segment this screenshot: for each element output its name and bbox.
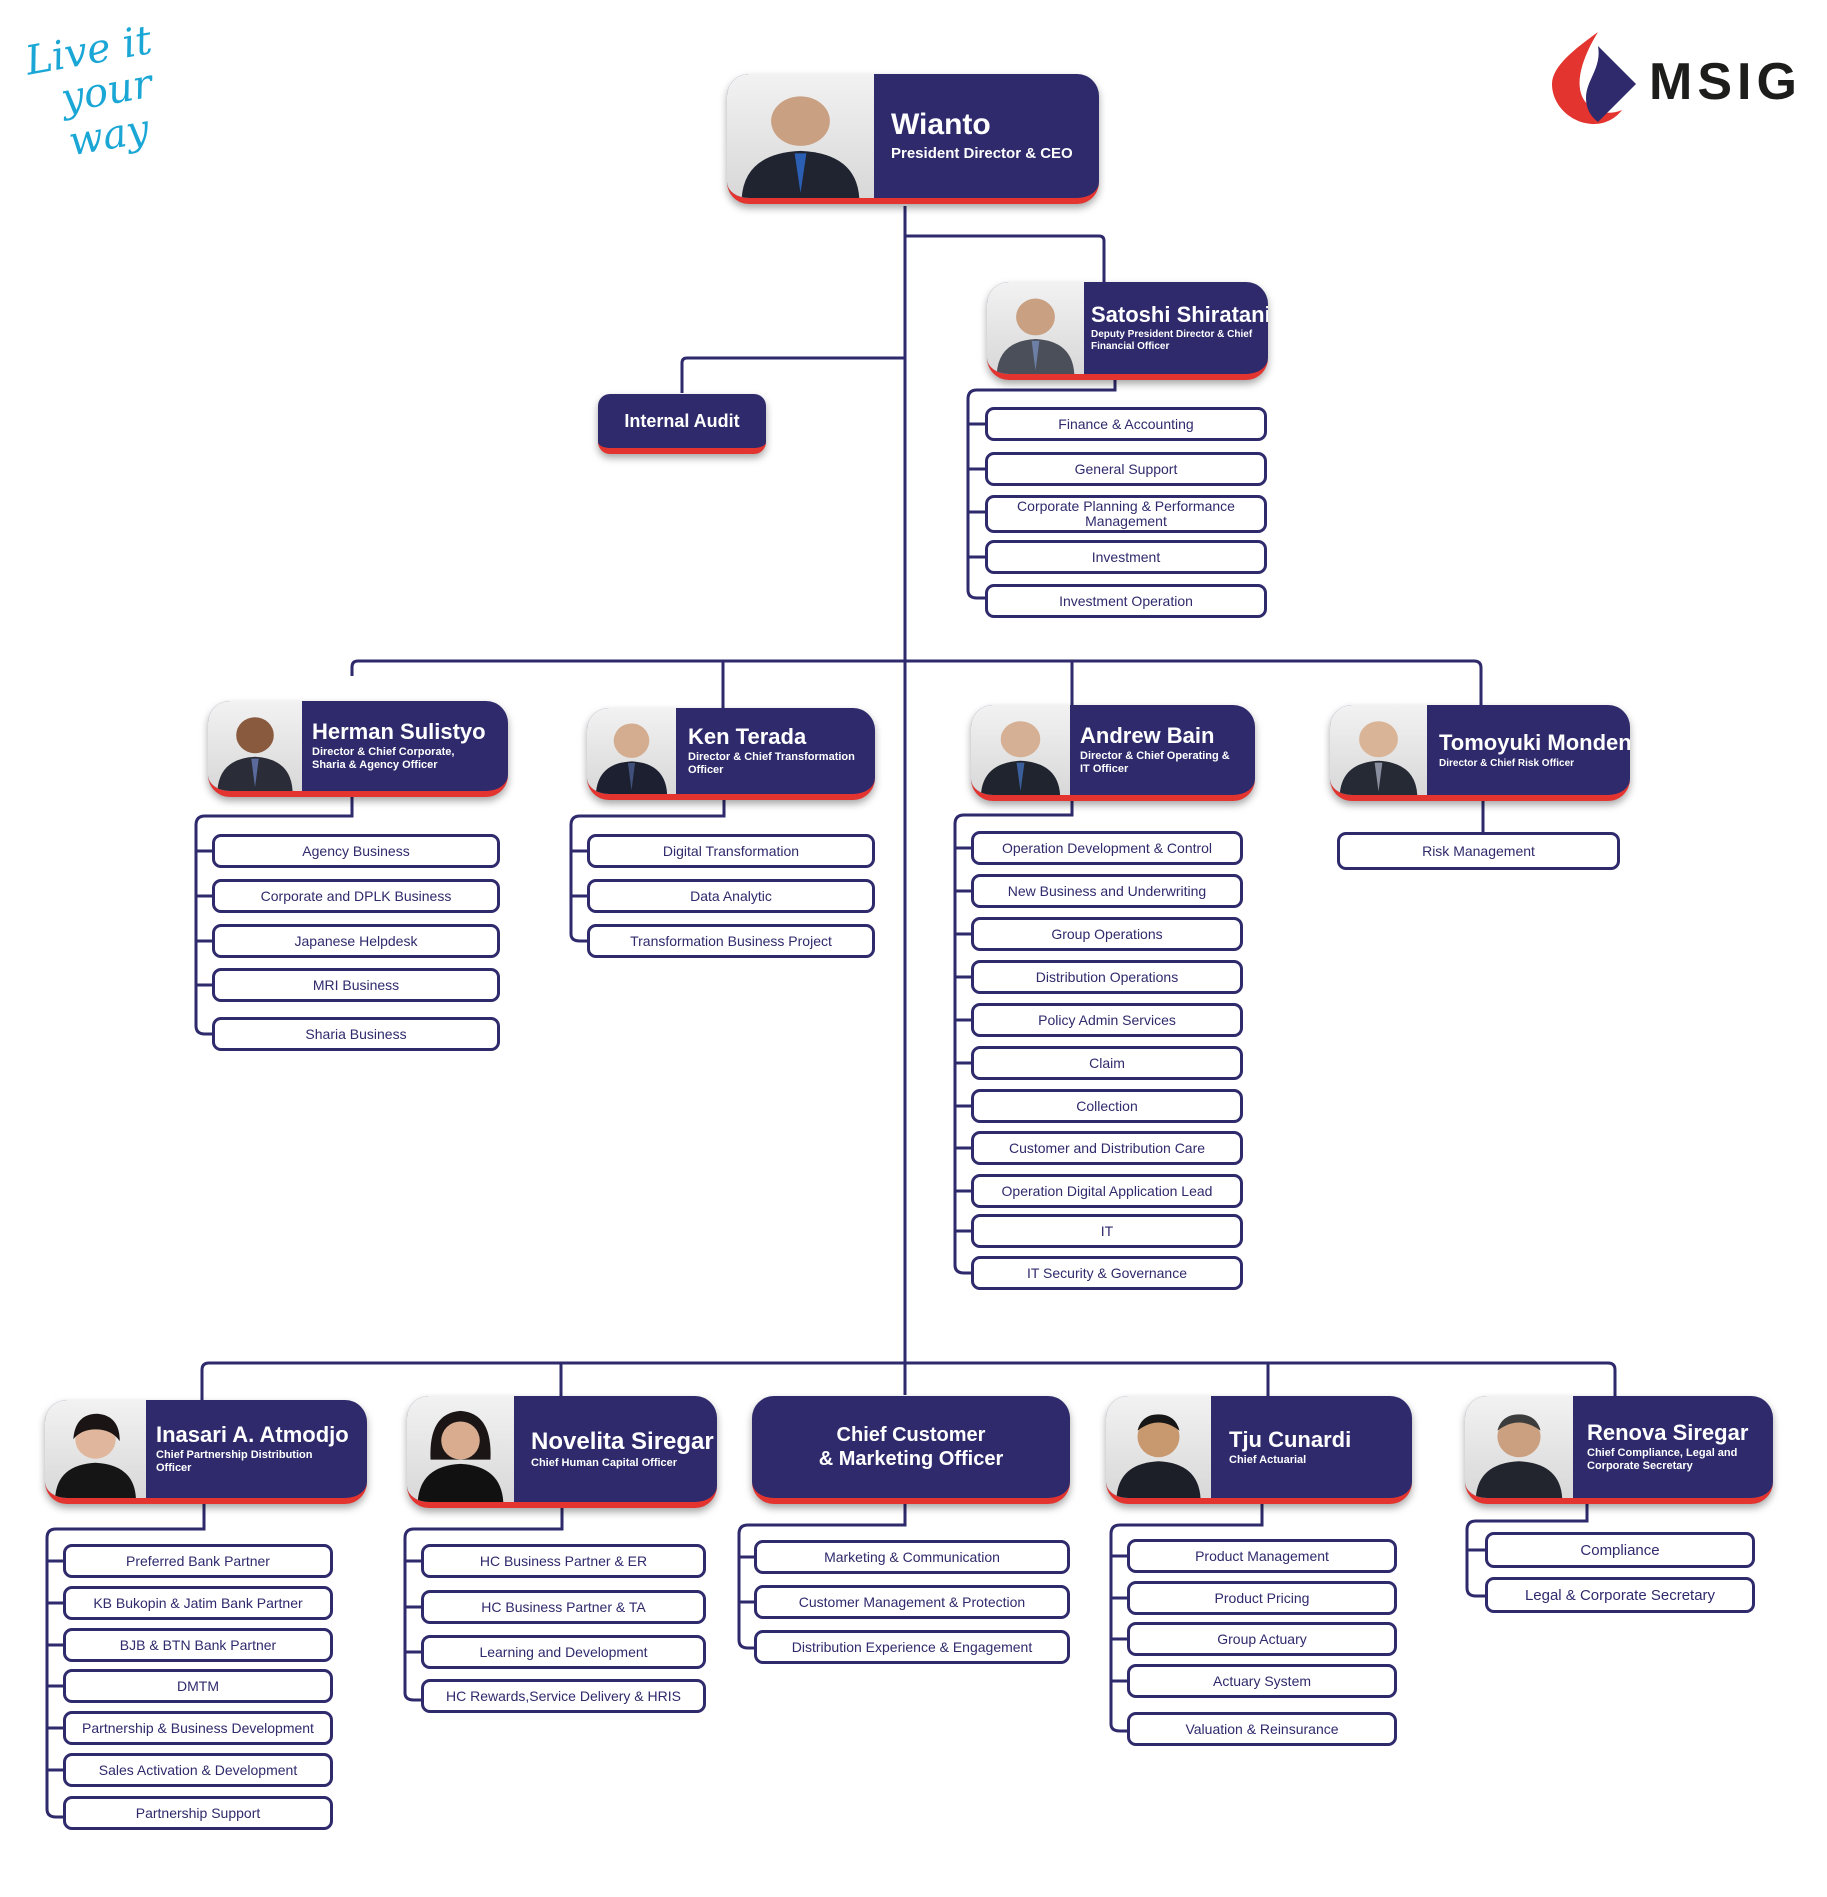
unit-distribution-experience: Distribution Experience & Engagement — [754, 1630, 1070, 1664]
unit-it: IT — [971, 1214, 1243, 1248]
tomoyuki-name: Tomoyuki Monden — [1439, 729, 1630, 755]
unit-agency-business: Agency Business — [212, 834, 500, 868]
unit-distribution-operations: Distribution Operations — [971, 960, 1243, 994]
unit-collection: Collection — [971, 1089, 1243, 1123]
herman-name: Herman Sulistyo — [312, 719, 486, 744]
renova-card: Renova Siregar Chief Compliance, Legal a… — [1465, 1396, 1773, 1504]
unit-it-security: IT Security & Governance — [971, 1256, 1243, 1290]
unit-policy-admin: Policy Admin Services — [971, 1003, 1243, 1037]
ken-card: Ken Terada Director & Chief Transformati… — [587, 708, 875, 800]
unit-valuation-reinsurance: Valuation & Reinsurance — [1127, 1712, 1397, 1746]
msig-wordmark: MSIG — [1649, 53, 1802, 111]
unit-finance-accounting: Finance & Accounting — [985, 407, 1267, 441]
deputy-photo — [987, 282, 1084, 374]
ceo-photo — [727, 74, 874, 198]
unit-actuary-system: Actuary System — [1127, 1664, 1397, 1698]
ceo-title: President Director & CEO — [891, 145, 1073, 162]
ccmo-title-line-2: & Marketing Officer — [818, 1448, 1004, 1470]
tju-title: Chief Actuarial — [1229, 1453, 1307, 1466]
andrew-card: Andrew Bain Director & Chief Operating &… — [971, 705, 1255, 801]
andrew-name: Andrew Bain — [1080, 723, 1215, 748]
tomoyuki-title: Director & Chief Risk Officer — [1439, 757, 1575, 769]
unit-kb-bukopin: KB Bukopin & Jatim Bank Partner — [63, 1586, 333, 1620]
inasari-card: Inasari A. Atmodjo Chief Partnership Dis… — [45, 1400, 367, 1504]
unit-group-operations: Group Operations — [971, 917, 1243, 951]
unit-risk-management: Risk Management — [1337, 832, 1620, 870]
unit-digital-transformation: Digital Transformation — [587, 834, 875, 868]
msig-emblem-icon — [1552, 32, 1636, 124]
tagline: Live it your way — [22, 17, 246, 165]
unit-customer-management: Customer Management & Protection — [754, 1585, 1070, 1619]
unit-transformation-project: Transformation Business Project — [587, 924, 875, 958]
andrew-photo — [971, 705, 1070, 795]
ken-photo — [587, 708, 676, 794]
novelita-card: Novelita Siregar Chief Human Capital Off… — [407, 1396, 717, 1508]
ken-title: Director & Chief Transformation Officer — [688, 751, 855, 776]
unit-hc-bp-er: HC Business Partner & ER — [421, 1544, 706, 1578]
unit-learning-development: Learning and Development — [421, 1635, 706, 1669]
ceo-name: Wianto — [891, 108, 991, 141]
deputy-card: Satoshi Shiratani Deputy President Direc… — [987, 282, 1268, 380]
renova-title: Chief Compliance, Legal and Corporate Se… — [1587, 1447, 1738, 1472]
unit-corporate-planning: Corporate Planning & Performance Managem… — [985, 495, 1267, 533]
inasari-photo — [45, 1400, 146, 1498]
inasari-name: Inasari A. Atmodjo — [156, 1422, 349, 1447]
novelita-photo — [407, 1396, 514, 1502]
unit-marketing-communication: Marketing & Communication — [754, 1540, 1070, 1574]
unit-mri-business: MRI Business — [212, 968, 500, 1002]
renova-photo — [1465, 1396, 1573, 1498]
herman-card: Herman Sulistyo Director & Chief Corpora… — [208, 701, 508, 797]
unit-product-management: Product Management — [1127, 1539, 1397, 1573]
unit-dmtm: DMTM — [63, 1669, 333, 1703]
unit-group-actuary: Group Actuary — [1127, 1622, 1397, 1656]
unit-japanese-helpdesk: Japanese Helpdesk — [212, 924, 500, 958]
unit-investment-operation: Investment Operation — [985, 584, 1267, 618]
ccmo-card: Chief Customer & Marketing Officer — [752, 1396, 1070, 1504]
unit-claim: Claim — [971, 1046, 1243, 1080]
herman-title: Director & Chief Corporate, Sharia & Age… — [312, 746, 455, 771]
deputy-name: Satoshi Shiratani — [1091, 302, 1268, 327]
unit-corporate-dplk: Corporate and DPLK Business — [212, 879, 500, 913]
ccmo-title-line-1: Chief Customer — [836, 1424, 986, 1446]
tju-name: Tju Cunardi — [1229, 1426, 1352, 1452]
tomoyuki-card: Tomoyuki Monden Director & Chief Risk Of… — [1330, 705, 1630, 801]
novelita-name: Novelita Siregar — [531, 1427, 714, 1455]
tju-photo — [1106, 1396, 1211, 1498]
unit-partnership-support: Partnership Support — [63, 1796, 333, 1830]
ceo-card: Wianto President Director & CEO — [727, 74, 1099, 204]
novelita-title: Chief Human Capital Officer — [531, 1456, 678, 1469]
unit-sharia-business: Sharia Business — [212, 1017, 500, 1051]
tomoyuki-photo — [1330, 705, 1427, 795]
unit-operation-digital-app: Operation Digital Application Lead — [971, 1174, 1243, 1208]
andrew-title: Director & Chief Operating & IT Officer — [1080, 750, 1230, 775]
unit-hc-bp-ta: HC Business Partner & TA — [421, 1590, 706, 1624]
unit-customer-distribution-care: Customer and Distribution Care — [971, 1131, 1243, 1165]
unit-new-business: New Business and Underwriting — [971, 874, 1243, 908]
unit-partnership-business-dev: Partnership & Business Development — [63, 1711, 333, 1745]
herman-photo — [208, 701, 302, 791]
unit-investment: Investment — [985, 540, 1267, 574]
unit-legal-corporate-secretary: Legal & Corporate Secretary — [1485, 1577, 1755, 1613]
msig-logo: MSIG — [1546, 28, 1806, 128]
unit-operation-development: Operation Development & Control — [971, 831, 1243, 865]
unit-compliance: Compliance — [1485, 1532, 1755, 1568]
ken-name: Ken Terada — [688, 724, 807, 749]
unit-data-analytic: Data Analytic — [587, 879, 875, 913]
unit-bjb-btn: BJB & BTN Bank Partner — [63, 1628, 333, 1662]
unit-general-support: General Support — [985, 452, 1267, 486]
deputy-title: Deputy President Director & Chief Financ… — [1091, 329, 1253, 352]
inasari-title: Chief Partnership Distribution Officer — [156, 1449, 313, 1474]
tju-card: Tju Cunardi Chief Actuarial — [1106, 1396, 1412, 1504]
unit-hc-rewards: HC Rewards,Service Delivery & HRIS — [421, 1679, 706, 1713]
unit-preferred-bank: Preferred Bank Partner — [63, 1544, 333, 1578]
internal-audit-card: Internal Audit — [598, 394, 766, 454]
internal-audit-label: Internal Audit — [624, 410, 740, 431]
unit-product-pricing: Product Pricing — [1127, 1581, 1397, 1615]
unit-sales-activation: Sales Activation & Development — [63, 1753, 333, 1787]
renova-name: Renova Siregar — [1587, 1420, 1749, 1445]
